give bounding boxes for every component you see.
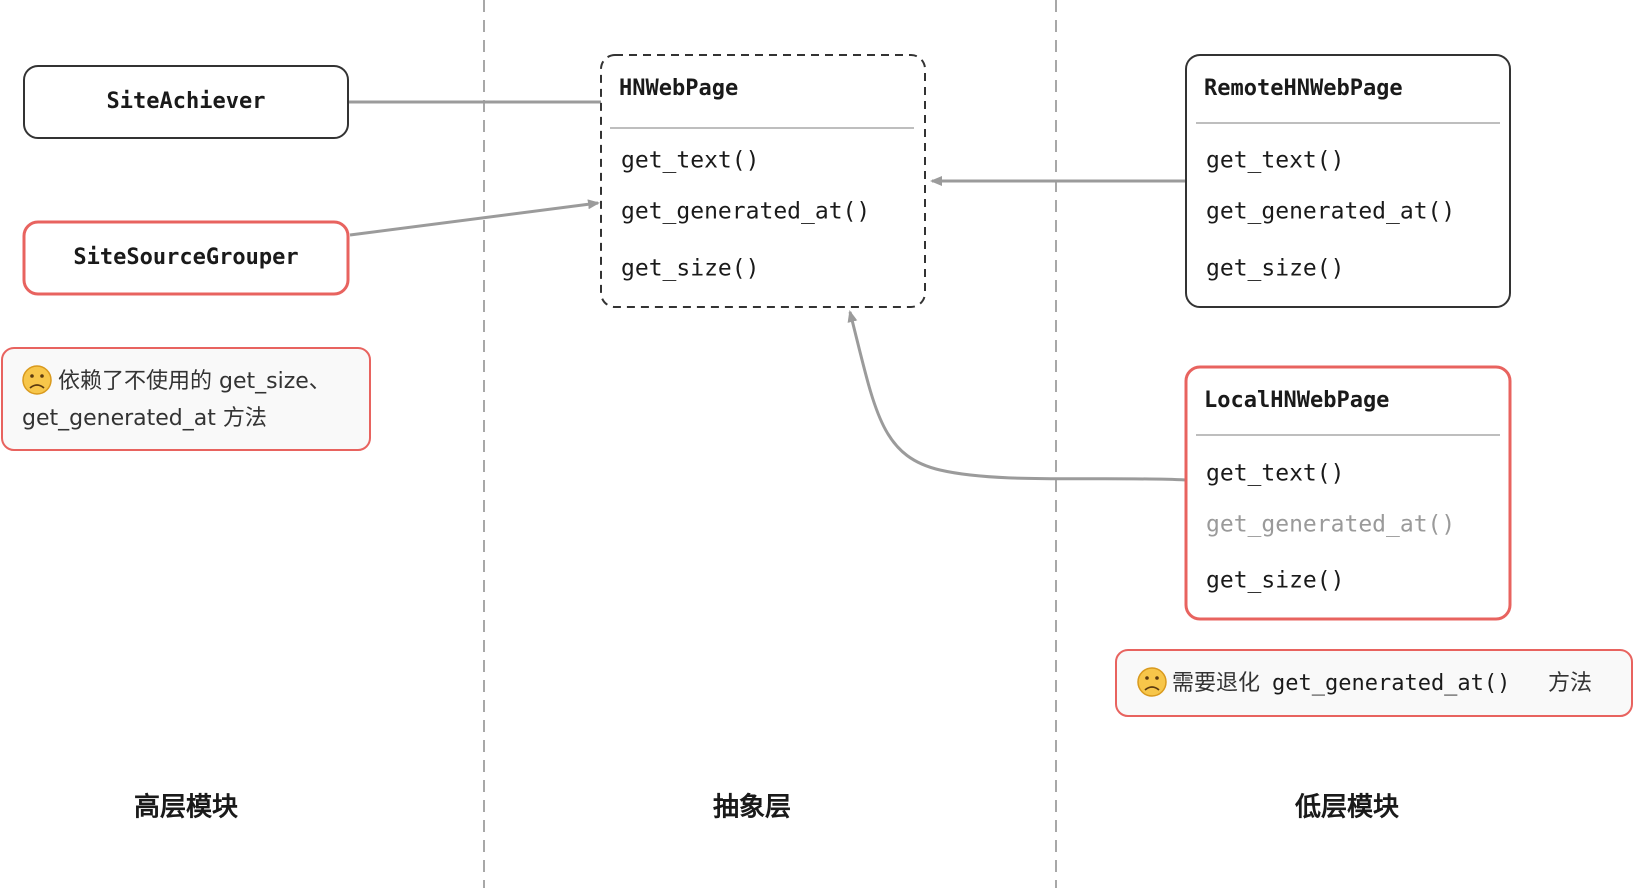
grouper-note-line1: 依赖了不使用的 get_size、 bbox=[58, 369, 331, 394]
layer-label-low: 低层模块 bbox=[1294, 793, 1399, 823]
remote-hnwebpage-method: get_size() bbox=[1206, 256, 1344, 282]
hnwebpage-title: HNWebPage bbox=[619, 76, 738, 101]
arrow-grouper-to-hnwebpage bbox=[349, 199, 600, 237]
local-hnwebpage-method: get_text() bbox=[1206, 461, 1344, 487]
local-note: 需要退化 get_generated_at() 方法 bbox=[1115, 649, 1633, 717]
remote-hnwebpage-method: get_text() bbox=[1206, 148, 1344, 174]
remote-hnwebpage-box: RemoteHNWebPage get_text() get_generated… bbox=[1185, 54, 1511, 308]
remote-hnwebpage-method: get_generated_at() bbox=[1206, 199, 1455, 225]
local-hnwebpage-method: get_size() bbox=[1206, 568, 1344, 594]
arrow-local-to-hnwebpage bbox=[847, 310, 1187, 482]
hnwebpage-method: get_size() bbox=[621, 256, 759, 282]
layer-label-high: 高层模块 bbox=[134, 792, 238, 823]
grouper-note: 依赖了不使用的 get_size、 get_generated_at 方法 bbox=[1, 347, 371, 451]
local-hnwebpage-box: LocalHNWebPage get_text() get_generated_… bbox=[1184, 365, 1512, 621]
layer-label-abstract: 抽象层 bbox=[713, 792, 791, 823]
local-hnwebpage-title: LocalHNWebPage bbox=[1204, 388, 1389, 413]
local-hnwebpage-method-degraded: get_generated_at() bbox=[1206, 512, 1455, 538]
hnwebpage-method: get_text() bbox=[621, 148, 759, 174]
site-source-grouper-box: SiteSourceGrouper bbox=[22, 220, 350, 296]
frown-face-icon bbox=[1137, 667, 1167, 697]
remote-hnwebpage-title: RemoteHNWebPage bbox=[1204, 76, 1403, 101]
grouper-note-line2: get_generated_at 方法 bbox=[22, 406, 267, 431]
site-achiever-label: SiteAchiever bbox=[107, 89, 266, 114]
site-source-grouper-label: SiteSourceGrouper bbox=[73, 245, 298, 270]
local-note-code: get_generated_at() bbox=[1272, 671, 1510, 696]
hnwebpage-method: get_generated_at() bbox=[621, 199, 870, 225]
site-achiever-box: SiteAchiever bbox=[23, 65, 349, 139]
local-note-prefix: 需要退化 bbox=[1172, 671, 1260, 696]
frown-face-icon bbox=[22, 365, 52, 395]
local-note-suffix: 方法 bbox=[1548, 671, 1592, 696]
hnwebpage-interface-box: HNWebPage get_text() get_generated_at() … bbox=[600, 54, 926, 308]
